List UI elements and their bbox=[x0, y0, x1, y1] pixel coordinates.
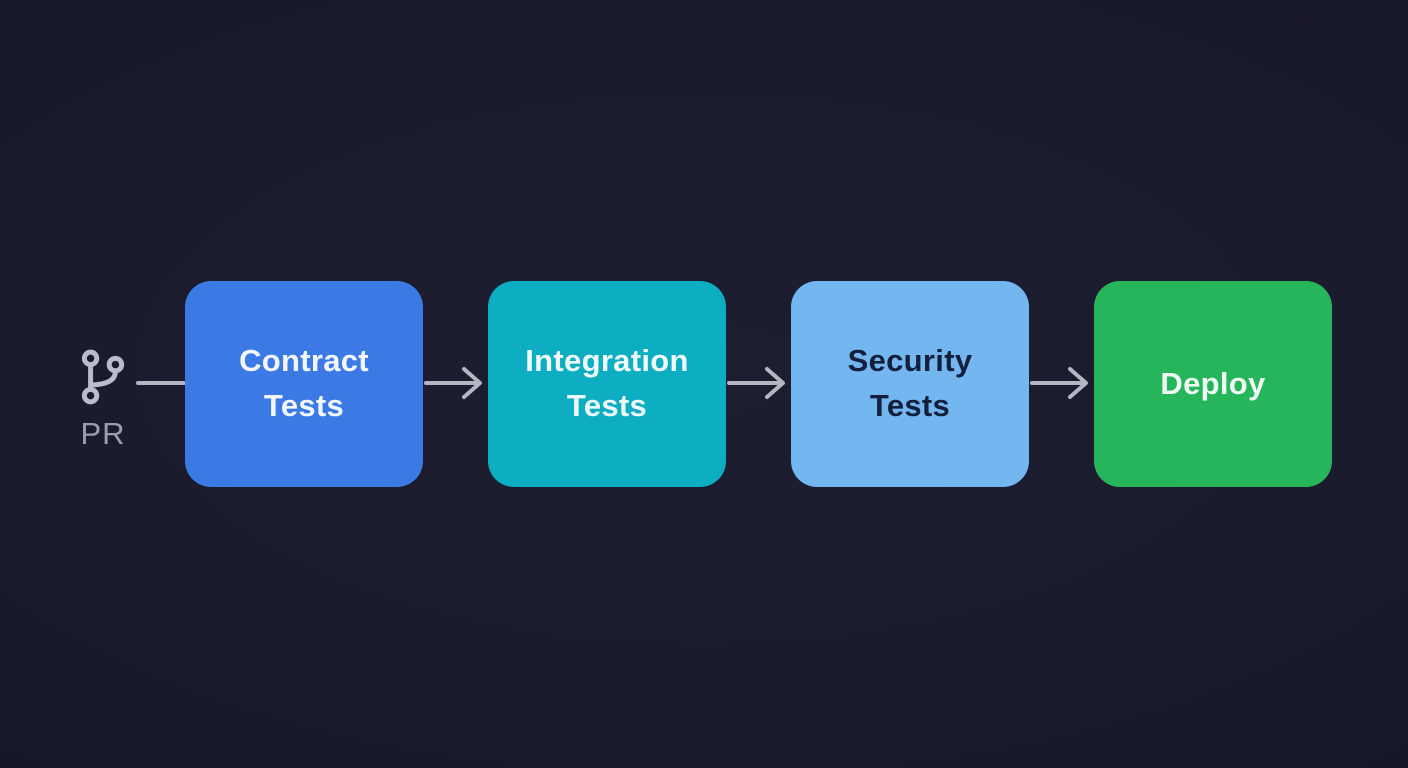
flow-arrow bbox=[727, 367, 785, 399]
flow-arrow bbox=[1030, 367, 1088, 399]
flow-arrow bbox=[424, 367, 482, 399]
node-integration-tests: Integration Tests bbox=[488, 281, 726, 487]
node-deploy: Deploy bbox=[1094, 281, 1332, 487]
pr-source: PR bbox=[74, 348, 132, 452]
node-contract-tests: Contract Tests bbox=[185, 281, 423, 487]
node-security-tests: Security Tests bbox=[791, 281, 1029, 487]
git-branch-icon bbox=[81, 349, 125, 405]
pr-label: PR bbox=[80, 416, 126, 451]
connector-line bbox=[136, 381, 186, 385]
